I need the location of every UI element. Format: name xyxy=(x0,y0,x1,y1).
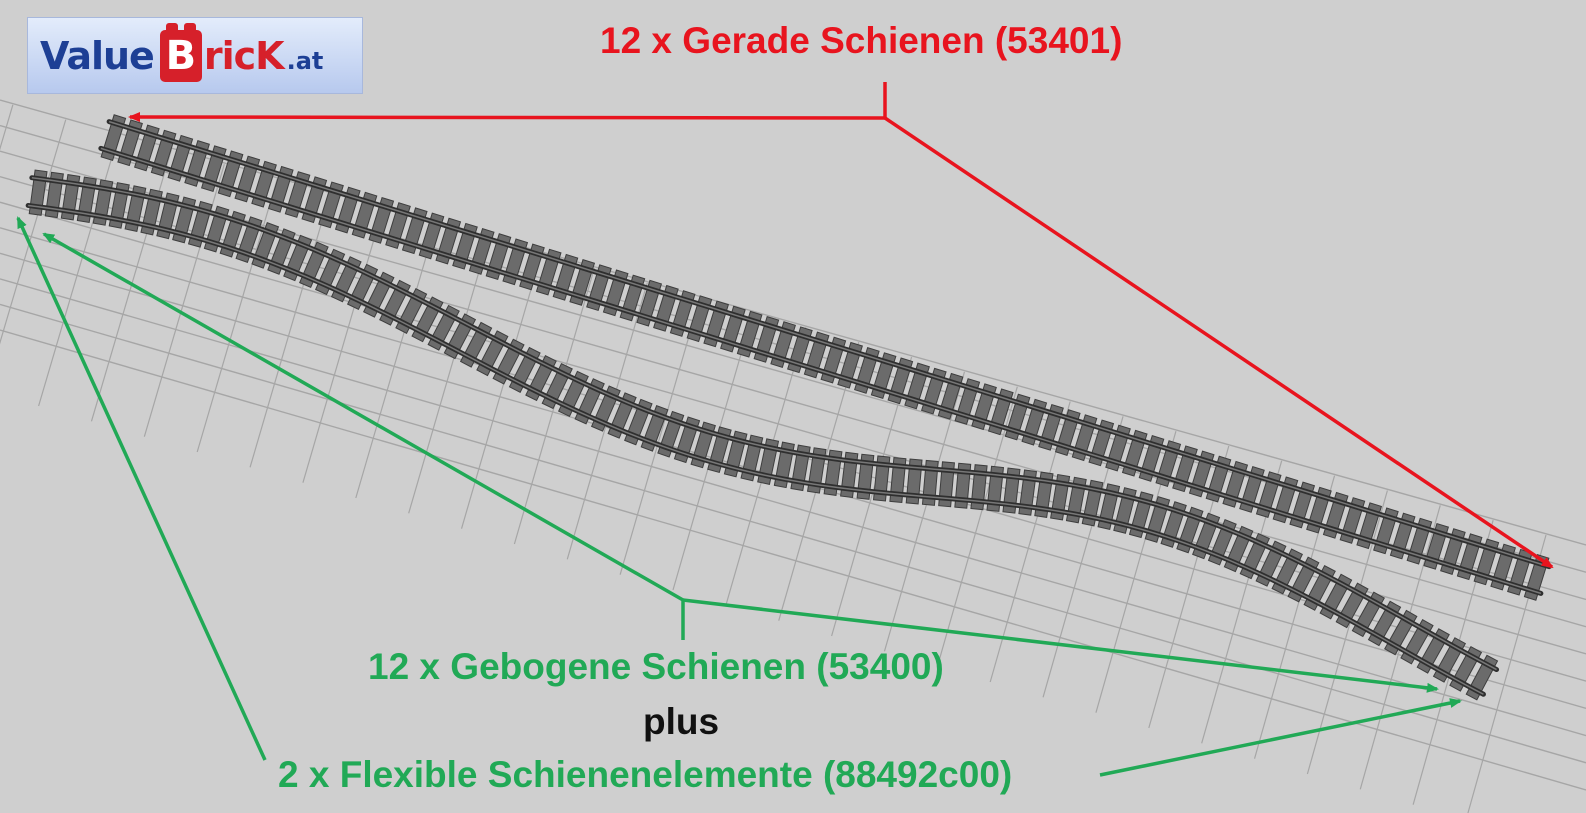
track-rail-highlight xyxy=(28,204,1484,695)
grid-line xyxy=(936,386,1018,667)
grid-line xyxy=(0,303,1586,764)
grid-line xyxy=(0,175,1586,628)
grid-line xyxy=(355,223,437,499)
track-rail-highlight xyxy=(31,176,1497,671)
logo-text-domain: .at xyxy=(286,47,324,75)
grid-line xyxy=(38,134,120,407)
track-rail-highlight xyxy=(108,120,1550,568)
tracks xyxy=(25,114,1552,701)
grid-line xyxy=(408,238,490,514)
flexible-pointer-line-left xyxy=(16,216,267,761)
logo-text-value: Value xyxy=(40,33,155,78)
flexible-rails-label: 2 x Flexible Schienenelemente (88492c00) xyxy=(278,754,1013,795)
grid-line xyxy=(0,278,1586,737)
curved-pointer-line-right xyxy=(682,598,1439,693)
grid-line xyxy=(196,178,278,453)
plus-label: plus xyxy=(643,701,720,742)
logo-text-rick: ricK xyxy=(203,33,285,78)
annotation-arrows xyxy=(16,82,1554,777)
valuebrick-logo: Value B ricK .at xyxy=(27,17,363,94)
curved-rails-label: 12 x Gebogene Schienen (53400) xyxy=(368,646,944,687)
grid-line xyxy=(302,208,384,483)
lego-brick-icon: B xyxy=(159,22,202,82)
grid-line xyxy=(619,297,701,575)
grid-line xyxy=(1306,490,1388,775)
track-rail-highlight xyxy=(100,147,1542,595)
grid-line xyxy=(883,371,966,652)
grid-line xyxy=(0,329,1586,791)
straight-pointer-line-right xyxy=(884,116,1554,569)
flexible-pointer-line-right xyxy=(1099,698,1462,777)
grid-line xyxy=(249,193,331,468)
grid-line xyxy=(0,119,67,345)
straight-rails-label: 12 x Gerade Schienen (53401) xyxy=(600,20,1123,61)
